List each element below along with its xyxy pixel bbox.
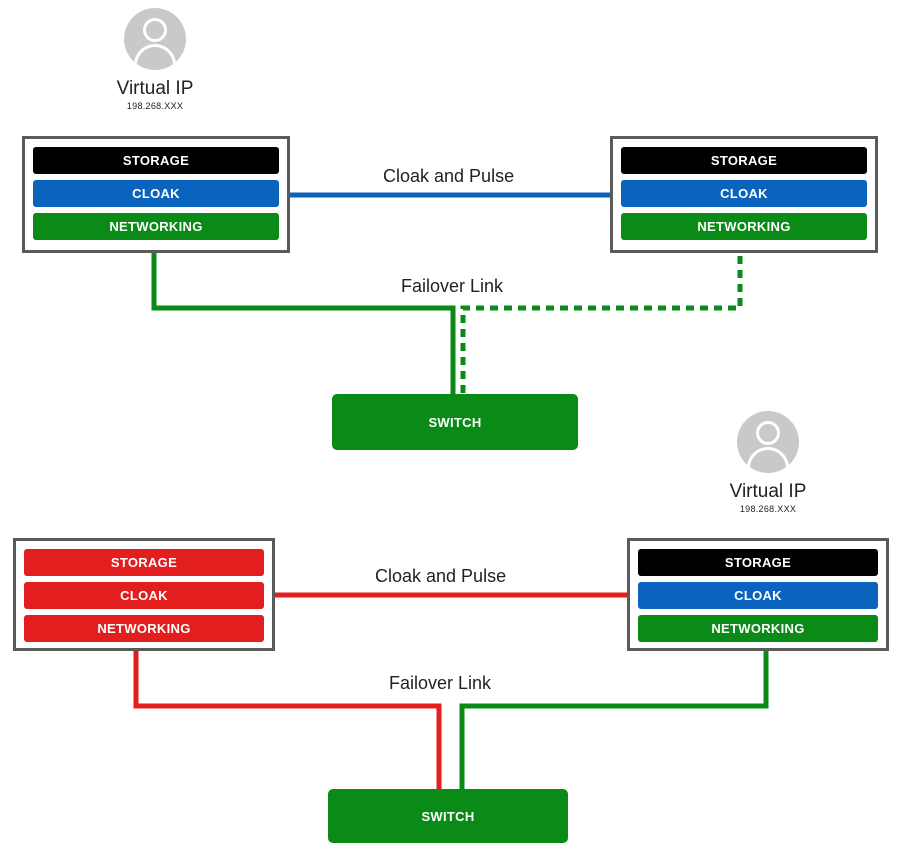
virtual-ip-title: Virtual IP <box>729 481 807 502</box>
bottom-left-node-failed: STORAGE CLOAK NETWORKING <box>13 538 275 651</box>
cloak-bar: CLOAK <box>33 180 279 207</box>
bottom-virtual-ip: Virtual IP 198.268.XXX <box>708 411 828 514</box>
storage-bar: STORAGE <box>638 549 878 576</box>
top-virtual-ip: Virtual IP 198.268.XXX <box>95 8 215 111</box>
top-left-failover-line <box>151 242 456 396</box>
storage-bar: STORAGE <box>24 549 264 576</box>
virtual-ip-address: 198.268.XXX <box>739 504 797 514</box>
cloak-bar: CLOAK <box>638 582 878 609</box>
bottom-left-failover-line <box>133 642 442 790</box>
storage-bar: STORAGE <box>33 147 279 174</box>
networking-bar: NETWORKING <box>33 213 279 240</box>
top-switch: SWITCH <box>332 394 578 450</box>
networking-bar: NETWORKING <box>24 615 264 642</box>
top-right-node: STORAGE CLOAK NETWORKING <box>610 136 878 253</box>
cloak-bar: CLOAK <box>24 582 264 609</box>
top-right-failover-line <box>460 242 743 396</box>
virtual-ip-title: Virtual IP <box>116 78 194 99</box>
top-left-node: STORAGE CLOAK NETWORKING <box>22 136 290 253</box>
user-icon <box>737 411 799 473</box>
bottom-failover-label: Failover Link <box>389 673 492 693</box>
networking-bar: NETWORKING <box>621 213 867 240</box>
bottom-switch: SWITCH <box>328 789 568 843</box>
storage-bar: STORAGE <box>621 147 867 174</box>
top-cloak-pulse-label: Cloak and Pulse <box>383 166 515 186</box>
bottom-cloak-pulse-label: Cloak and Pulse <box>375 566 507 586</box>
bottom-right-node: STORAGE CLOAK NETWORKING <box>627 538 889 651</box>
networking-bar: NETWORKING <box>638 615 878 642</box>
cloak-bar: CLOAK <box>621 180 867 207</box>
top-failover-label: Failover Link <box>401 276 504 296</box>
user-icon <box>124 8 186 70</box>
bottom-right-failover-line <box>459 642 769 790</box>
virtual-ip-address: 198.268.XXX <box>126 101 184 111</box>
